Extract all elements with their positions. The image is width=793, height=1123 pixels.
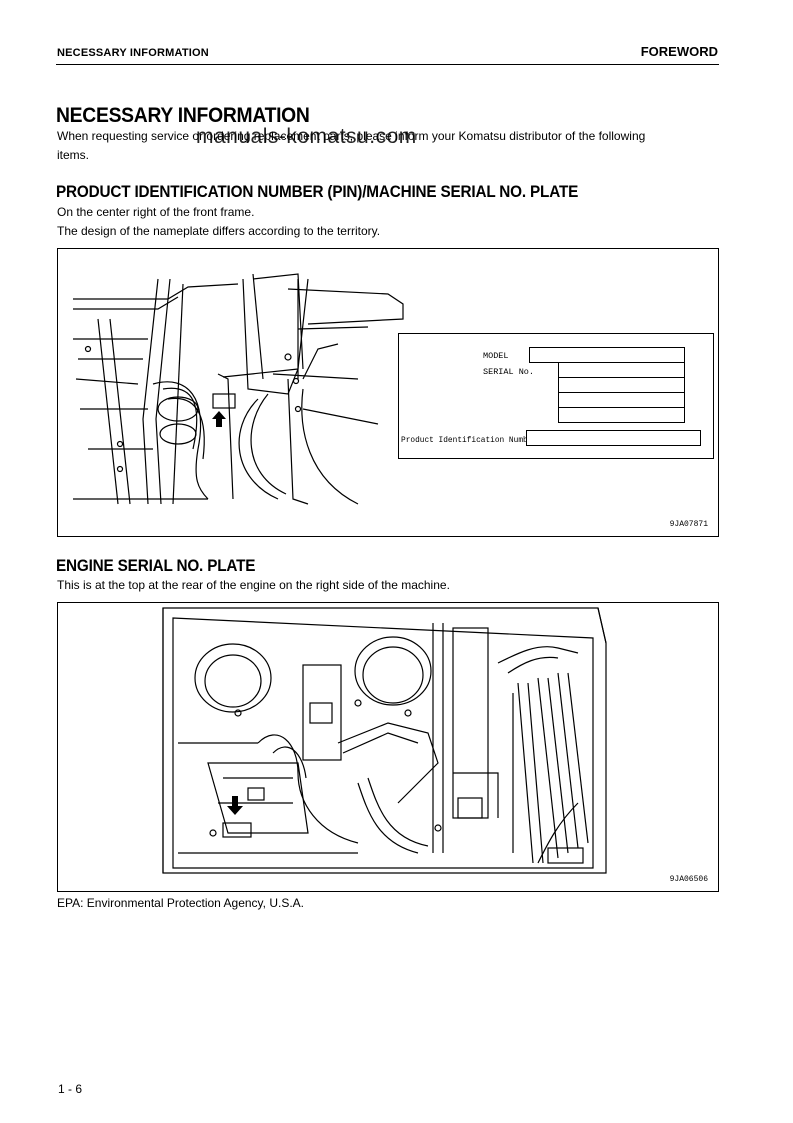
plate-serial-field-1 [558,362,685,378]
pin-section-heading: PRODUCT IDENTIFICATION NUMBER (PIN)/MACH… [56,182,579,201]
engine-section-heading: ENGINE SERIAL NO. PLATE [56,556,256,575]
location-arrow-icon [227,796,243,815]
intro-line-1: When requesting service or ordering repl… [57,129,646,143]
running-header-chapter: FOREWORD [640,44,718,59]
front-frame-drawing [73,273,404,505]
page-title: NECESSARY INFORMATION [56,104,310,127]
figure-code: 9JA07871 [669,520,708,529]
nameplate: MODEL SERIAL No. Product Identification … [398,333,714,459]
plate-serial-field-2 [558,377,685,393]
plate-serial-field-3 [558,392,685,408]
running-header-section: NECESSARY INFORMATION [57,47,209,59]
plate-model-label: MODEL [483,351,509,361]
engine-figure: 9JA06506 [57,602,719,892]
plate-serial-field-4 [558,407,685,423]
intro-line-2: items. [57,148,90,162]
page-number: 1 - 6 [58,1082,83,1096]
plate-pin-label: Product Identification Number [401,435,538,445]
plate-model-field [529,347,685,363]
figure-code: 9JA06506 [669,875,708,884]
watermark: manuals-komatsu.com [196,125,417,148]
footnote-epa: EPA: Environmental Protection Agency, U.… [57,896,305,910]
location-arrow-icon [212,411,226,427]
pin-figure: MODEL SERIAL No. Product Identification … [57,248,719,537]
pin-design-note: The design of the nameplate differs acco… [57,224,381,238]
pin-location-text: On the center right of the front frame. [57,205,255,219]
plate-pin-field [526,430,701,446]
header-rule [56,64,719,65]
engine-location-text: This is at the top at the rear of the en… [57,578,450,592]
engine-compartment-drawing [162,607,607,874]
plate-serial-label: SERIAL No. [483,367,535,377]
